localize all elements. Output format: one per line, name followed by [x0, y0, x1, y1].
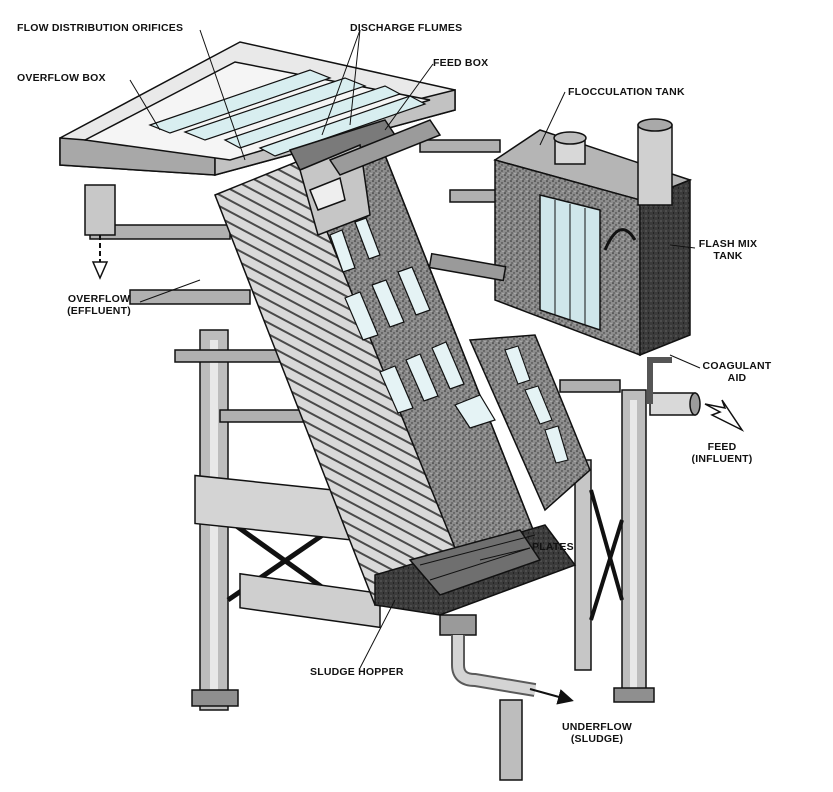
leader-lines — [129, 29, 701, 669]
label-plates: PLATES — [532, 541, 574, 553]
label-discharge-flumes: DISCHARGE FLUMES — [350, 22, 463, 34]
label-flash-mix-tank-line2: TANK — [713, 250, 743, 262]
label-overflow-box: OVERFLOW BOX — [17, 72, 106, 84]
label-feed-box: FEED BOX — [433, 57, 489, 69]
label-flash-mix-tank: FLASH MIX TANK — [697, 238, 759, 262]
feed-pipe — [647, 357, 745, 432]
flocculation-tank — [428, 118, 693, 357]
label-overflow-line2: (EFFLUENT) — [67, 305, 131, 317]
label-underflow-sludge: UNDERFLOW (SLUDGE) — [557, 721, 637, 745]
label-underflow-line1: UNDERFLOW — [561, 721, 633, 733]
plate-pack — [214, 119, 547, 606]
label-flocculation-tank: FLOCCULATION TANK — [568, 86, 685, 98]
label-flash-mix-tank-line1: FLASH MIX — [698, 238, 758, 250]
label-feed-influent: FEED (INFLUENT) — [684, 441, 760, 465]
label-feed-line1: FEED — [707, 441, 737, 453]
sludge-hopper-assembly — [374, 334, 591, 705]
label-underflow-line2: (SLUDGE) — [570, 733, 624, 745]
label-sludge-hopper: SLUDGE HOPPER — [310, 666, 404, 678]
label-flow-distribution-orifices: FLOW DISTRIBUTION ORIFICES — [17, 22, 184, 34]
support-frame — [89, 139, 655, 781]
label-coagulant-aid-line2: AID — [727, 372, 747, 384]
label-coagulant-aid: COAGULANT AID — [698, 360, 776, 384]
label-overflow-effluent: OVERFLOW (EFFLUENT) — [60, 293, 138, 317]
label-feed-line2: (INFLUENT) — [691, 453, 753, 465]
label-coagulant-aid-line1: COAGULANT — [702, 360, 772, 372]
label-overflow-line1: OVERFLOW — [67, 293, 131, 305]
overflow-trough — [59, 41, 456, 280]
